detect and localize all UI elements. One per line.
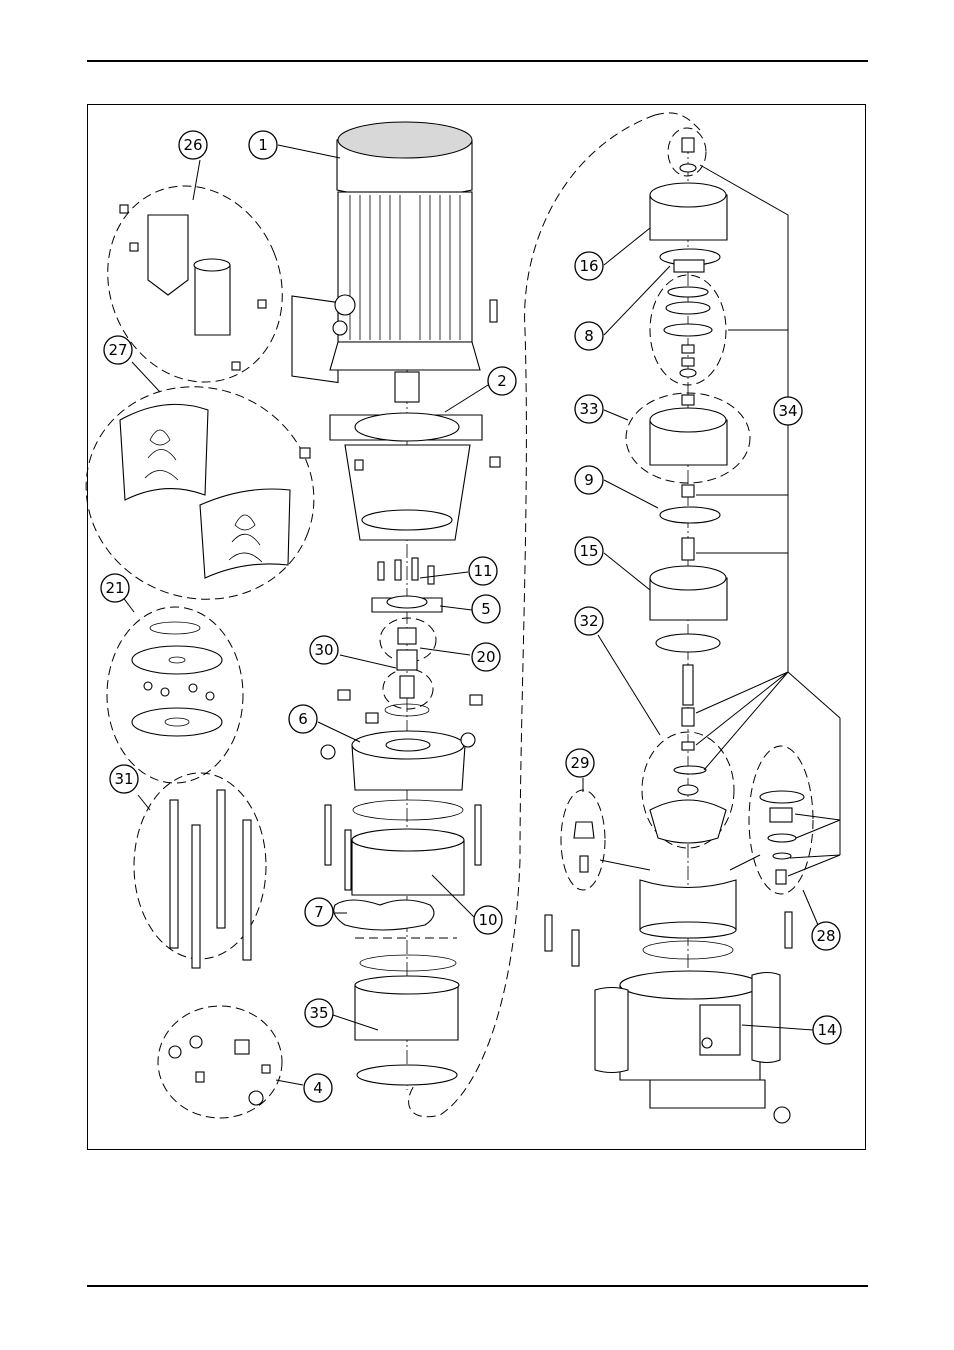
svg-text:33: 33 [579,400,598,418]
pump-housing [545,880,792,1123]
svg-text:15: 15 [579,542,598,560]
svg-text:21: 21 [105,579,124,597]
callout-27: 27 [104,336,132,364]
svg-text:14: 14 [817,1021,836,1039]
callout-10: 10 [474,906,502,934]
outer-sleeves [334,800,464,1085]
svg-text:32: 32 [579,612,598,630]
top-cover [321,690,482,790]
callout-28: 28 [812,922,840,950]
svg-text:7: 7 [314,903,324,921]
svg-text:28: 28 [816,927,835,945]
callout-9: 9 [575,466,603,494]
gasket-set [132,622,222,736]
svg-text:34: 34 [778,402,797,420]
svg-text:30: 30 [314,641,333,659]
callout-11: 11 [469,557,497,585]
callout-33: 33 [575,395,603,423]
plug-vent-group [169,1036,270,1105]
svg-text:11: 11 [473,562,492,580]
callout-4: 4 [304,1074,332,1102]
callout-5: 5 [472,595,500,623]
svg-text:29: 29 [570,754,589,772]
svg-text:16: 16 [579,257,598,275]
callout-34: 34 [774,397,802,425]
callout-29: 29 [566,749,594,777]
callout-30: 30 [310,636,338,664]
callout-14: 14 [813,1016,841,1044]
svg-text:10: 10 [478,911,497,929]
callout-35: 35 [305,999,333,1027]
callout-21: 21 [101,574,129,602]
callout-7: 7 [305,898,333,926]
svg-text:20: 20 [476,648,495,666]
callout-32: 32 [575,607,603,635]
callout-20: 20 [472,643,500,671]
callout-31: 31 [110,765,138,793]
callout-1: 1 [249,131,277,159]
svg-text:27: 27 [108,341,127,359]
svg-text:26: 26 [183,136,202,154]
callout-8: 8 [575,322,603,350]
svg-text:4: 4 [313,1079,323,1097]
svg-text:8: 8 [584,327,594,345]
svg-text:35: 35 [309,1004,328,1022]
svg-text:2: 2 [497,372,507,390]
svg-text:9: 9 [584,471,594,489]
svg-text:5: 5 [481,600,491,618]
motor [292,122,480,402]
pump-cartridge [574,138,804,884]
callout-16: 16 [575,252,603,280]
coupling-guard-group [120,205,266,370]
callout-2: 2 [488,367,516,395]
svg-text:1: 1 [258,136,268,154]
callout-15: 15 [575,537,603,565]
callout-26: 26 [179,131,207,159]
guard-shields-group [120,404,290,578]
svg-text:6: 6 [298,710,308,728]
svg-text:31: 31 [114,770,133,788]
shaft-seal-parts [372,558,442,716]
callout-6: 6 [289,705,317,733]
